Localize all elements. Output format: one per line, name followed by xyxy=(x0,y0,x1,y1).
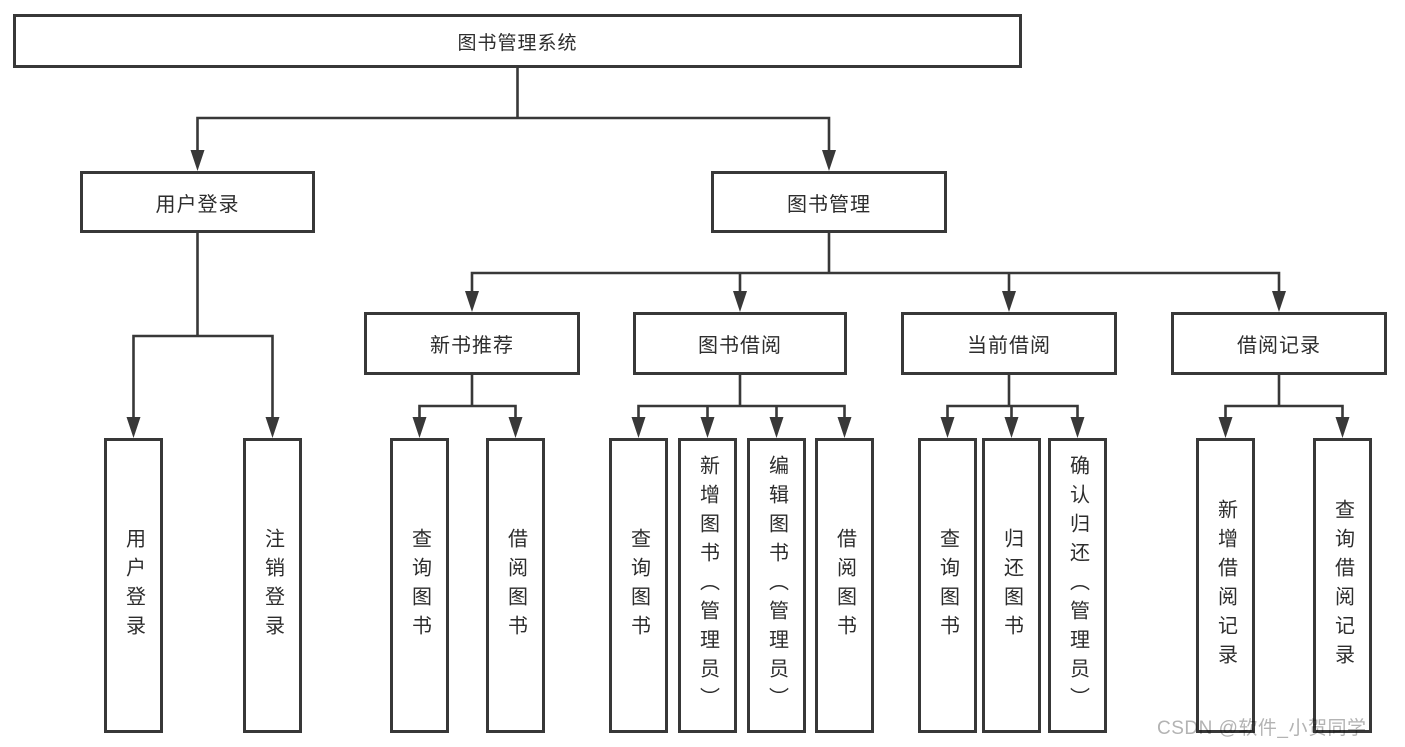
node-label: 查询借阅记录 xyxy=(1331,498,1354,673)
leaf-add-book-admin: 新增图书（管理员） xyxy=(678,438,737,733)
leaf-edit-book-admin: 编辑图书（管理员） xyxy=(747,438,806,733)
node-label: 查询图书 xyxy=(408,527,431,644)
leaf-query-borrow-record: 查询借阅记录 xyxy=(1313,438,1372,733)
leaf-user-login: 用户登录 xyxy=(104,438,163,733)
node-label: 图书管理系统 xyxy=(457,32,578,54)
node-label: 查询图书 xyxy=(936,527,959,644)
node-book-borrowing: 图书借阅 xyxy=(633,312,847,375)
node-borrowing-records: 借阅记录 xyxy=(1171,312,1387,375)
leaf-logout: 注销登录 xyxy=(243,438,302,733)
node-label: 用户登录 xyxy=(122,527,145,644)
leaf-borrow-books: 借阅图书 xyxy=(815,438,874,733)
leaf-confirm-return-admin: 确认归还（管理员） xyxy=(1048,438,1107,733)
node-label: 新书推荐 xyxy=(430,335,514,357)
leaf-borrow-books-recommend: 借阅图书 xyxy=(486,438,545,733)
node-current-borrowing: 当前借阅 xyxy=(901,312,1117,375)
node-label: 用户登录 xyxy=(155,193,240,216)
csdn-watermark: CSDN @软件_小贺同学 xyxy=(1157,718,1367,739)
node-label: 查询图书 xyxy=(627,527,650,644)
node-user-login: 用户登录 xyxy=(80,171,315,233)
leaf-add-borrow-record: 新增借阅记录 xyxy=(1196,438,1255,733)
node-label: 新增图书（管理员） xyxy=(696,455,719,716)
node-label: 图书借阅 xyxy=(698,335,782,357)
node-label: 编辑图书（管理员） xyxy=(765,455,788,716)
node-book-management: 图书管理 xyxy=(711,171,947,233)
node-label: 确认归还（管理员） xyxy=(1066,455,1089,716)
leaf-query-books-current: 查询图书 xyxy=(918,438,977,733)
node-label: 借阅图书 xyxy=(833,527,856,644)
node-label: 借阅图书 xyxy=(504,527,527,644)
node-new-book-recommend: 新书推荐 xyxy=(364,312,580,375)
node-label: 图书管理 xyxy=(787,193,871,216)
node-label: 新增借阅记录 xyxy=(1214,498,1237,673)
leaf-return-books: 归还图书 xyxy=(982,438,1041,733)
leaf-query-books-recommend: 查询图书 xyxy=(390,438,449,733)
node-label: 当前借阅 xyxy=(967,335,1051,357)
node-label: 注销登录 xyxy=(261,527,284,644)
node-library-management-system: 图书管理系统 xyxy=(13,14,1022,68)
node-label: 借阅记录 xyxy=(1237,335,1321,357)
leaf-query-books-borrowing: 查询图书 xyxy=(609,438,668,733)
node-label: 归还图书 xyxy=(1000,527,1023,644)
